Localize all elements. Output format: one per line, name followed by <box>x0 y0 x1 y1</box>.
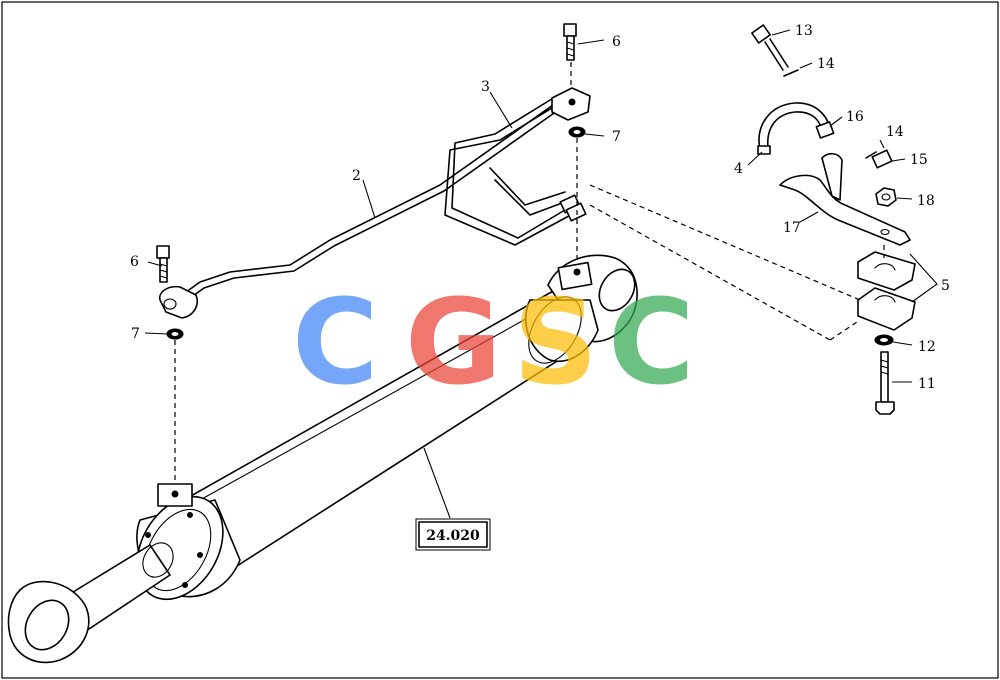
watermark-letter-c2: C <box>608 273 695 411</box>
nut-18 <box>875 187 897 207</box>
label-7-right: 7 <box>612 129 621 145</box>
label-4: 4 <box>734 161 743 177</box>
bolt-6-left <box>156 245 170 283</box>
assembly-lines <box>174 62 885 484</box>
label-12: 12 <box>918 339 936 355</box>
washer-7-right <box>568 126 586 138</box>
clamp-assembly <box>751 24 916 415</box>
nut-15 <box>871 149 893 169</box>
label-17: 17 <box>783 220 801 236</box>
watermark-letter-c1: C <box>292 273 379 411</box>
label-14-top: 14 <box>817 56 835 72</box>
label-18: 18 <box>917 193 935 209</box>
leader-lines <box>144 29 938 519</box>
bolt-13 <box>751 24 789 71</box>
label-14-right: 14 <box>886 124 904 140</box>
clamp-plate-17 <box>779 152 911 246</box>
spacer-16 <box>815 121 835 139</box>
label-15: 15 <box>910 152 928 168</box>
label-6-right: 6 <box>612 34 621 50</box>
bolt-6-right <box>563 23 577 61</box>
label-11: 11 <box>918 376 936 392</box>
clamp-halves-5 <box>857 251 916 331</box>
washer-12 <box>874 334 894 346</box>
label-7-left: 7 <box>131 326 140 342</box>
label-6-left: 6 <box>130 254 139 270</box>
label-2: 2 <box>352 168 361 184</box>
washer-14-top <box>783 69 799 77</box>
label-3: 3 <box>481 79 490 95</box>
washer-7-left <box>166 328 184 340</box>
label-5: 5 <box>941 278 950 294</box>
pipe-3 <box>444 87 591 246</box>
washer-14-right <box>865 151 877 159</box>
hydraulic-cylinder <box>7 254 638 664</box>
pipe-2 <box>158 99 565 319</box>
bolt-11 <box>875 351 895 415</box>
label-13: 13 <box>795 23 813 39</box>
watermark-letter-g: G <box>405 273 502 411</box>
watermark-letter-s: S <box>513 273 598 411</box>
reference-box: 24.020 <box>415 518 491 551</box>
watermark-logo: C G S C <box>292 273 695 411</box>
label-16: 16 <box>846 109 864 125</box>
reference-box-label: 24.020 <box>426 528 480 544</box>
